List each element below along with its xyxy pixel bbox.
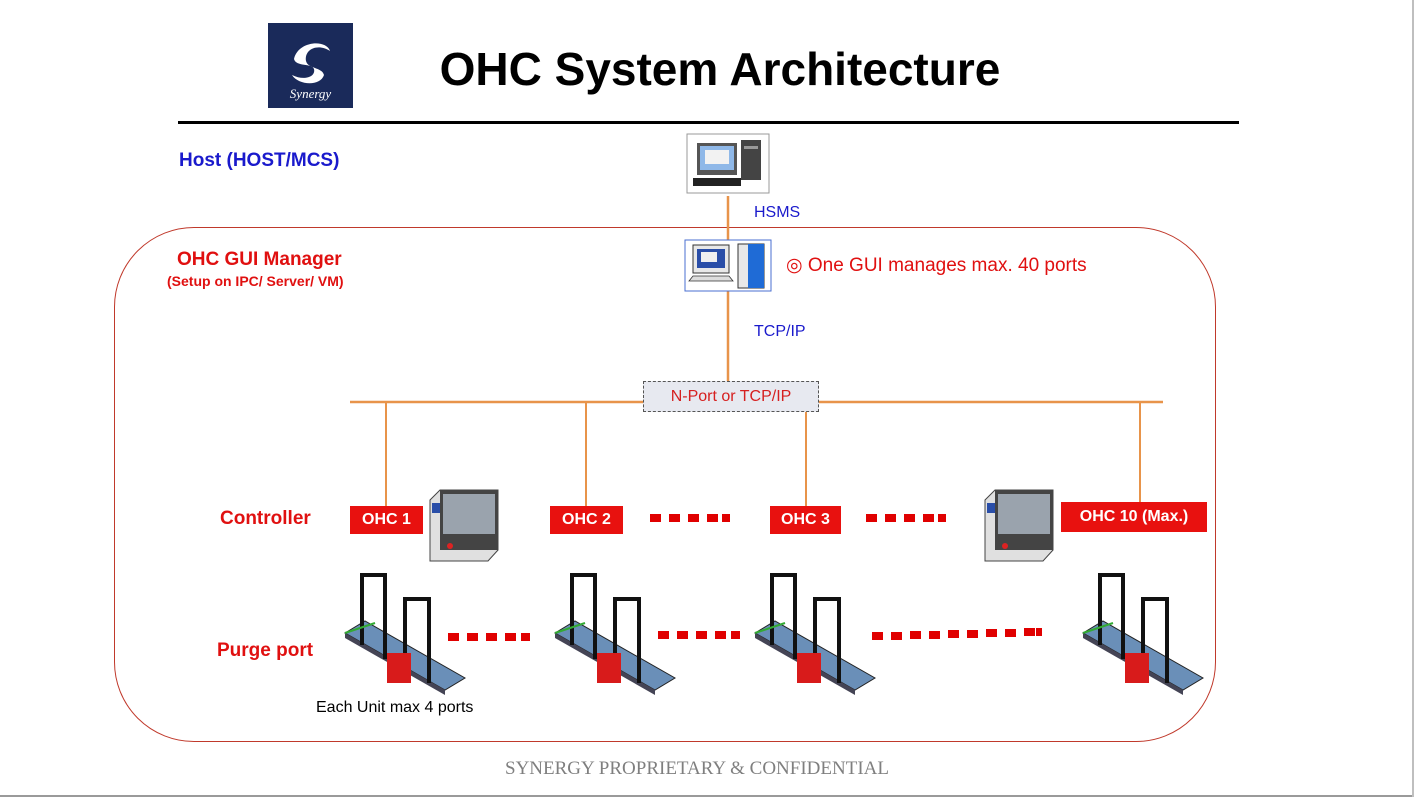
purge-port-ellipsis [872,628,1042,640]
gui-manager-subtitle: (Setup on IPC/ Server/ VM) [167,273,344,289]
purge-port-ellipsis [658,631,740,639]
purge-port-unit-icon [754,573,876,695]
purge-port-ellipsis [448,633,530,641]
gui-manager-computer-icon [684,239,772,292]
controller-ellipsis [866,514,946,522]
gui-manager-title: OHC GUI Manager [177,249,342,270]
bottom-border [0,795,1414,797]
host-label: Host (HOST/MCS) [179,150,340,171]
ohc-controller-badge: OHC 2 [550,506,623,534]
host-computer-icon [686,133,770,194]
controller-cabinet-icon [429,489,499,562]
purge-port-unit-icon [1082,573,1204,695]
purge-port-note: Each Unit max 4 ports [316,699,474,716]
logo-wordmark: Synergy [289,86,332,101]
title-divider [178,121,1239,124]
controller-cabinet-icon [984,489,1054,562]
ohc-controller-badge: OHC 3 [770,506,841,534]
page-title: OHC System Architecture [439,43,1001,95]
controller-ellipsis [650,514,730,522]
logo-swirl-icon [292,43,330,84]
ohc-controller-badge: OHC 10 (Max.) [1061,502,1207,532]
synergy-logo: Synergy [268,23,353,108]
hsms-label: HSMS [754,204,801,221]
bus-label-box: N-Port or TCP/IP [643,381,819,412]
right-border [1412,0,1414,797]
purge-port-unit-icon [344,573,466,695]
footer-confidential: SYNERGY PROPRIETARY & CONFIDENTIAL [505,758,889,779]
ohc-controller-badge: OHC 1 [350,506,423,534]
controller-row-label: Controller [220,508,311,529]
tcpip-label: TCP/IP [754,323,806,340]
purge-port-row-label: Purge port [217,640,314,661]
gui-manager-boundary [114,227,1216,742]
gui-manager-note: ◎ One GUI manages max. 40 ports [786,255,1087,276]
purge-port-unit-icon [554,573,676,695]
